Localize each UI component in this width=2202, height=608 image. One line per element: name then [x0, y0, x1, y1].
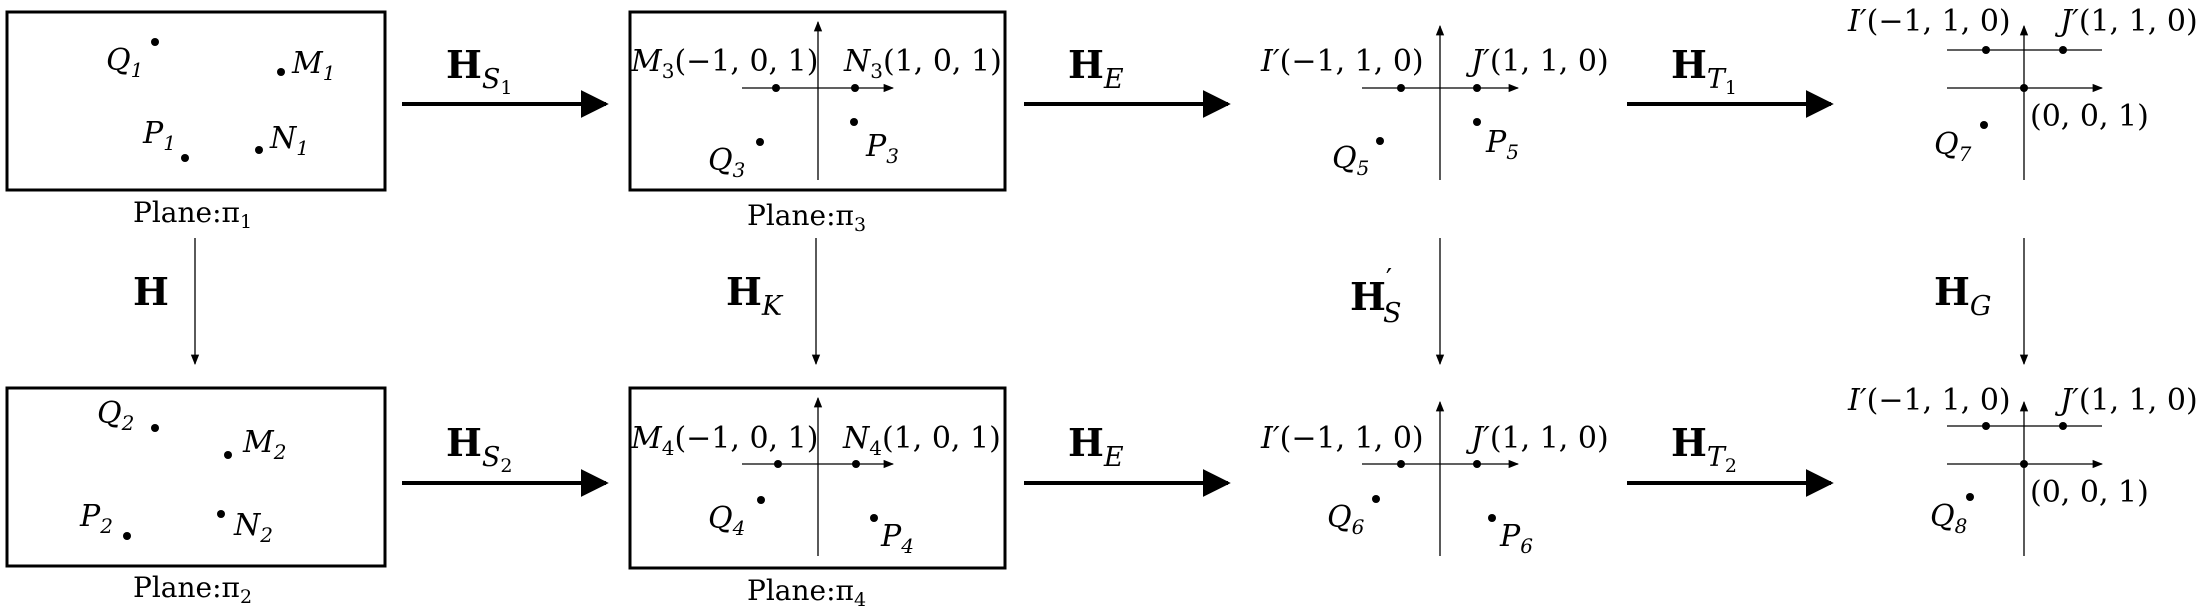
label-he-top: HE: [1068, 42, 1124, 95]
label-hg: HG: [1934, 269, 1991, 322]
point-n2-label: N2: [233, 508, 273, 547]
point-i8-dot: [1982, 422, 1990, 430]
point-m2-dot: [224, 451, 232, 459]
point-j5-dot: [1473, 84, 1481, 92]
point-q2-label: Q2: [97, 396, 134, 435]
point-q4-label: Q4: [708, 501, 745, 540]
plane-pi1-caption: Plane:π1: [133, 196, 252, 233]
point-q4-dot: [757, 496, 765, 504]
point-q6-dot: [1372, 495, 1380, 503]
point-q1-dot: [151, 38, 159, 46]
plane-pi1-frame: [5, 10, 387, 192]
plane-pi3-caption: Plane:π3: [747, 199, 866, 236]
label-he-bottom: HE: [1068, 420, 1124, 473]
point-j8-dot: [2059, 422, 2067, 430]
point-n2-dot: [217, 510, 225, 518]
point-j5-label: J′(1, 1, 0): [1465, 44, 1609, 79]
point-p5-label: P5: [1485, 125, 1519, 164]
label-hs1: HS1: [446, 42, 513, 99]
point-p6-label: P6: [1499, 519, 1533, 558]
point-p2-dot: [123, 532, 131, 540]
point-m4-dot: [774, 460, 782, 468]
point-m3-dot: [772, 84, 780, 92]
label-ht1: HT1: [1671, 42, 1737, 99]
label-ht2: HT2: [1671, 420, 1737, 477]
point-q7-label: Q7: [1934, 127, 1972, 166]
point-o7-dot: [2020, 84, 2028, 92]
label-hk: HK: [726, 269, 784, 322]
point-p5-dot: [1473, 118, 1481, 126]
point-m1-dot: [277, 68, 285, 76]
point-m3-label: M3(−1, 0, 1): [630, 44, 818, 83]
point-o8-label: (0, 0, 1): [2030, 475, 2149, 510]
point-n4-label: N4(1, 0, 1): [842, 421, 1001, 460]
point-j6-dot: [1473, 460, 1481, 468]
point-q5-label: Q5: [1332, 141, 1369, 180]
point-o8-dot: [2020, 460, 2028, 468]
point-q8-label: Q8: [1930, 499, 1967, 538]
point-i6-label: I′(−1, 1, 0): [1260, 421, 1424, 456]
point-p4-label: P4: [880, 519, 914, 558]
point-p3-dot: [850, 118, 858, 126]
point-p6-dot: [1488, 514, 1496, 522]
point-m2-label: M2: [242, 425, 286, 464]
point-i6-dot: [1397, 460, 1405, 468]
point-n4-dot: [852, 460, 860, 468]
point-m4-label: M4(−1, 0, 1): [630, 421, 818, 460]
point-p1-label: P1: [142, 116, 176, 155]
label-hs2: HS2: [446, 420, 513, 477]
point-m1-label: M1: [291, 46, 335, 85]
plane-pi4-axes: [742, 396, 895, 556]
plane-pi3-frame: [628, 10, 1007, 192]
point-j8-label: J′(1, 1, 0): [2054, 383, 2198, 418]
point-j7-dot: [2059, 46, 2067, 54]
plane-pi4-caption: Plane:π4: [747, 574, 866, 608]
point-q3-label: Q3: [708, 143, 745, 182]
point-p3-label: P3: [865, 129, 899, 168]
label-h: H: [133, 269, 169, 314]
point-q2-dot: [151, 424, 159, 432]
point-n3-label: N3(1, 0, 1): [843, 44, 1002, 83]
point-i8-label: I′(−1, 1, 0): [1847, 383, 2011, 418]
point-n1-dot: [255, 146, 263, 154]
plane-pi2-frame: [5, 386, 387, 568]
graph-5-axes: [1362, 24, 1520, 180]
plane-pi2-caption: Plane:π2: [133, 571, 252, 608]
point-p1-dot: [181, 154, 189, 162]
plane-pi3-axes: [742, 20, 895, 180]
point-i5-dot: [1397, 84, 1405, 92]
point-q6-label: Q6: [1327, 500, 1365, 539]
point-i7-label: I′(−1, 1, 0): [1847, 4, 2011, 39]
point-i5-label: I′(−1, 1, 0): [1260, 44, 1424, 79]
point-p4-dot: [870, 514, 878, 522]
label-hs-prime: H′S: [1350, 264, 1402, 329]
point-p2-label: P2: [79, 499, 113, 538]
point-j7-label: J′(1, 1, 0): [2054, 4, 2198, 39]
plane-pi4-frame: [628, 386, 1007, 570]
point-n3-dot: [851, 84, 859, 92]
point-q5-dot: [1376, 137, 1384, 145]
point-q1-label: Q1: [106, 43, 143, 82]
point-q7-dot: [1980, 121, 1988, 129]
point-n1-label: N1: [269, 121, 309, 160]
point-j6-label: J′(1, 1, 0): [1465, 421, 1609, 456]
point-q8-dot: [1966, 493, 1974, 501]
graph-6-axes: [1362, 400, 1520, 556]
point-q3-dot: [756, 138, 764, 146]
point-o7-label: (0, 0, 1): [2030, 99, 2149, 134]
point-i7-dot: [1982, 46, 1990, 54]
